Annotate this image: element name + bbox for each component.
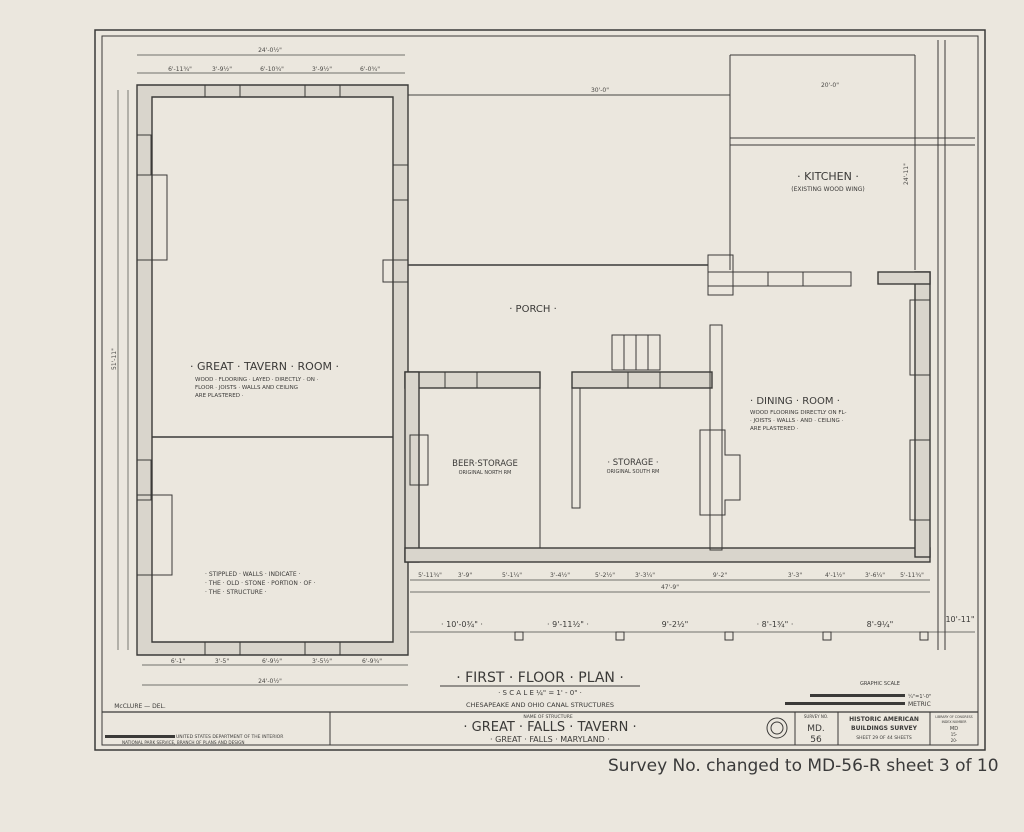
dim-south-seg: 3'-3¼" [635, 572, 655, 579]
dim-south-overall: 47'-9" [661, 584, 679, 591]
survey-number: MD. [807, 724, 825, 734]
stipple-note: · STIPPLED · WALLS · INDICATE · [205, 571, 301, 578]
dim-porch-width: 30'-0" [591, 87, 609, 94]
dim-bottom-seg: 3'-5½" [312, 658, 332, 665]
agency-line-1: UNITED STATES DEPARTMENT OF THE INTERIOR [176, 734, 283, 740]
kitchen-outline [729, 40, 975, 650]
graphic-scale: GRAPHIC SCALE ¼"=1'-0" METRIC [785, 681, 931, 708]
inner-border [101, 35, 979, 746]
loc-index: MD [950, 726, 958, 732]
great-tavern-walls [136, 84, 409, 656]
survey-number: 56 [810, 735, 822, 745]
dim-top-overall: 24'-0½" [258, 47, 282, 54]
kitchen-note: (EXISTING WOOD WING) [791, 186, 864, 193]
dim-south-seg: 3'-4½" [550, 572, 570, 579]
stipple-note: · THE · STRUCTURE · [205, 589, 267, 596]
dim-kitchen-depth: 24'-11" [903, 163, 910, 185]
dim-south-seg: 3'-6¼" [865, 572, 885, 579]
loc-index: 15- [951, 732, 958, 737]
habs-title: BUILDINGS SURVEY [851, 725, 918, 732]
habs-title: HISTORIC AMERICAN [849, 716, 919, 723]
delineator: McCLURE — DEL. [114, 703, 166, 710]
beer-storage-label: BEER·STORAGE [452, 459, 518, 469]
dim-bottom-seg: 6'-1" [171, 658, 185, 665]
dining-note: WOOD FLOORING DIRECTLY ON FL- [750, 410, 846, 416]
porch-label: · PORCH · [509, 304, 557, 315]
dim-post-spacing: · 10'-0¾" · [441, 620, 483, 629]
plan-title: · FIRST · FLOOR · PLAN · [456, 670, 624, 686]
dim-top-seg: 3'-9½" [212, 66, 232, 73]
porch-posts [514, 631, 929, 641]
dim-south-seg: 5'-11¾" [900, 572, 924, 579]
sheet-count: SHEET 29 OF 44 SHEETS [856, 735, 912, 741]
dim-bottom-seg: 6'-9¾" [362, 658, 382, 665]
loc-label: LIBRARY OF CONGRESS [935, 715, 972, 719]
dim-bottom-overall: 24'-0½" [258, 678, 282, 685]
outer-border [94, 29, 986, 751]
graphic-scale-imperial: ¼"=1'-0" [908, 694, 931, 700]
south-rooms-walls [404, 324, 931, 563]
loc-index: 20- [951, 738, 958, 743]
dim-post-spacing: · 9'-11½" · [547, 620, 589, 629]
porch-outline [408, 94, 730, 371]
stipple-note: · THE · OLD · STONE · PORTION · OF · [205, 580, 316, 587]
great-tavern-note: WOOD · FLOORING · LAYED · DIRECTLY · ON … [195, 377, 319, 383]
great-tavern-note: ARE PLASTERED · [195, 393, 244, 399]
dim-bottom-seg: 3'-5" [215, 658, 229, 665]
dim-post-spacing: · 8'-1¾" · [757, 620, 794, 629]
great-tavern-room-label: · GREAT · TAVERN · ROOM · [190, 360, 339, 373]
dim-overall-depth: 51'-11" [111, 348, 118, 370]
dim-south-seg: 5'-2½" [595, 572, 615, 579]
dim-top-seg: 3'-9½" [312, 66, 332, 73]
graphic-scale-label: GRAPHIC SCALE [860, 681, 900, 687]
title-block: UNITED STATES DEPARTMENT OF THE INTERIOR… [102, 711, 978, 745]
dim-post-spacing: 9'-2½" [662, 620, 689, 629]
great-tavern-note: FLOOR · JOISTS · WALLS AND CEILING [195, 385, 298, 391]
structure-name-label: NAME OF STRUCTURE [523, 714, 572, 720]
beer-storage-note: ORIGINAL NORTH RM [459, 470, 512, 476]
agency-line-2: NATIONAL PARK SERVICE, BRANCH OF PLANS A… [122, 740, 245, 745]
dim-south-seg: 3'-3" [788, 572, 802, 579]
loc-label: INDEX NUMBER [942, 720, 968, 724]
storage-label: · STORAGE · [607, 458, 658, 468]
structure-location: · GREAT · FALLS · MARYLAND · [490, 735, 610, 744]
dining-note: · JOISTS · WALLS · AND · CEILING · [750, 418, 844, 424]
dining-room-label: · DINING · ROOM · [750, 396, 840, 407]
dim-south-seg: 5'-11¾" [418, 572, 442, 579]
dim-top-seg: 6'-0¾" [360, 66, 380, 73]
series-title: CHESAPEAKE AND OHIO CANAL STRUCTURES [466, 701, 614, 709]
dim-top-seg: 6'-10¾" [260, 66, 284, 73]
dim-top-seg: 6'-11¾" [168, 66, 192, 73]
dim-south-seg: 5'-1¼" [502, 572, 522, 579]
dining-note: ARE PLASTERED · [750, 426, 799, 432]
nps-seal-icon [766, 717, 788, 739]
dining-room-walls [707, 254, 931, 558]
dimension-lines [117, 54, 975, 686]
kitchen-label: · KITCHEN · [797, 170, 859, 183]
dim-south-seg: 3'-9" [458, 572, 472, 579]
handwritten-annotation: Survey No. changed to MD-56-R sheet 3 of… [608, 756, 999, 776]
dim-south-seg: 9'-2" [713, 572, 727, 579]
south-dimension-row: 5'-11¾" 3'-9" 5'-1¼" 3'-4½" 5'-2½" 3'-3¼… [418, 572, 924, 591]
dim-south-seg: 4'-1½" [825, 572, 845, 579]
survey-label: SURVEY NO. [804, 714, 828, 719]
dim-post-spacing: 10'-11" [945, 615, 974, 624]
graphic-scale-metric: METRIC [908, 701, 931, 708]
dim-kitchen-width: 20'-0" [821, 82, 839, 89]
structure-name: · GREAT · FALLS · TAVERN · [463, 720, 636, 735]
porch-post-dimensions: · 10'-0¾" · · 9'-11½" · 9'-2½" · 8'-1¾" … [441, 615, 975, 629]
dim-post-spacing: 8'-9¼" [867, 620, 894, 629]
storage-note: ORIGINAL SOUTH RM [607, 469, 660, 475]
dim-bottom-seg: 6'-9½" [262, 658, 282, 665]
plan-scale: · S C A L E ¼" = 1' - 0" · [498, 689, 582, 697]
